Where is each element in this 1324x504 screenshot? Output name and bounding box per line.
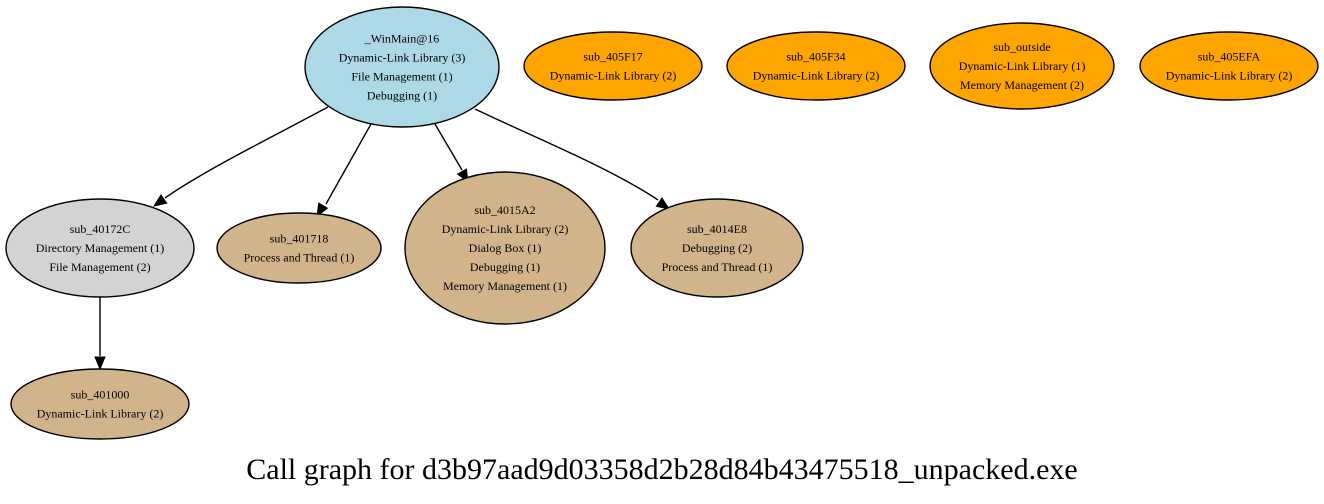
edge-sub_40172C-to-sub_401000: [94, 297, 106, 371]
node-function-name: sub_4015A2: [474, 203, 535, 217]
node-function-name: sub_40172C: [70, 222, 131, 236]
node-function-name: sub_405F34: [786, 50, 845, 64]
node-api-category: Directory Management (1): [36, 241, 165, 255]
graph-title: Call graph for d3b97aad9d03358d2b28d84b4…: [246, 453, 1078, 486]
node-api-category: Dynamic-Link Library (2): [1166, 69, 1293, 83]
node-api-category: Dynamic-Link Library (2): [442, 222, 569, 236]
node-api-category: Dynamic-Link Library (2): [753, 69, 880, 83]
edge-line: [325, 123, 372, 205]
node-api-category: Debugging (1): [470, 260, 540, 274]
node-api-category: Memory Management (2): [960, 78, 1084, 92]
edge-winmain-to-sub_4015A2: [434, 123, 469, 184]
node-api-category: Debugging (2): [682, 241, 752, 255]
node-ellipse: [726, 31, 906, 101]
edges-layer: [94, 106, 671, 371]
node-api-category: Dynamic-Link Library (1): [959, 59, 1086, 73]
node-function-name: _WinMain@16: [364, 32, 440, 46]
edge-winmain-to-sub_401718: [316, 123, 372, 218]
node-sub-405efa[interactable]: sub_405EFA Dynamic-Link Library (2): [1139, 31, 1319, 101]
node-api-category: Process and Thread (1): [662, 260, 773, 274]
node-ellipse: [304, 6, 500, 128]
node-sub-40172c[interactable]: sub_40172C Directory Management (1) File M…: [5, 198, 195, 298]
node-api-category: Dynamic-Link Library (2): [550, 69, 677, 83]
node-ellipse: [929, 22, 1115, 110]
edge-line: [164, 106, 329, 199]
node-api-category: Memory Management (1): [443, 279, 567, 293]
node-function-name: sub_4014E8: [687, 222, 747, 236]
node-api-category: Dynamic-Link Library (2): [37, 407, 164, 421]
node-ellipse: [630, 198, 804, 298]
edge-line: [434, 123, 463, 171]
node-api-category: Dialog Box (1): [469, 241, 542, 255]
arrow-head: [316, 202, 329, 218]
node-api-category: File Management (2): [49, 260, 150, 274]
arrow-head: [94, 356, 106, 371]
node-ellipse: [10, 368, 190, 440]
arrow-head: [152, 194, 168, 207]
node-function-name: sub_405EFA: [1198, 50, 1261, 64]
node-ellipse: [216, 212, 382, 284]
node-api-category: File Management (1): [351, 70, 452, 84]
node-ellipse: [1139, 31, 1319, 101]
node-ellipse: [5, 198, 195, 298]
edge-winmain-to-sub_4014E8: [474, 108, 671, 210]
node-api-category: Debugging (1): [367, 89, 437, 103]
node-ellipse: [523, 31, 703, 101]
node-function-name: sub_401718: [270, 232, 329, 246]
node-function-name: sub_405F17: [583, 50, 642, 64]
node-ellipse: [404, 171, 606, 325]
arrow-head: [655, 197, 671, 210]
node-function-name: sub_outside: [993, 40, 1050, 54]
node-api-category: Dynamic-Link Library (3): [339, 51, 466, 65]
node-function-name: sub_401000: [71, 388, 130, 402]
node-api-category: Process and Thread (1): [244, 251, 355, 265]
edge-line: [474, 108, 659, 201]
edge-winmain-to-sub_40172C: [152, 106, 329, 207]
